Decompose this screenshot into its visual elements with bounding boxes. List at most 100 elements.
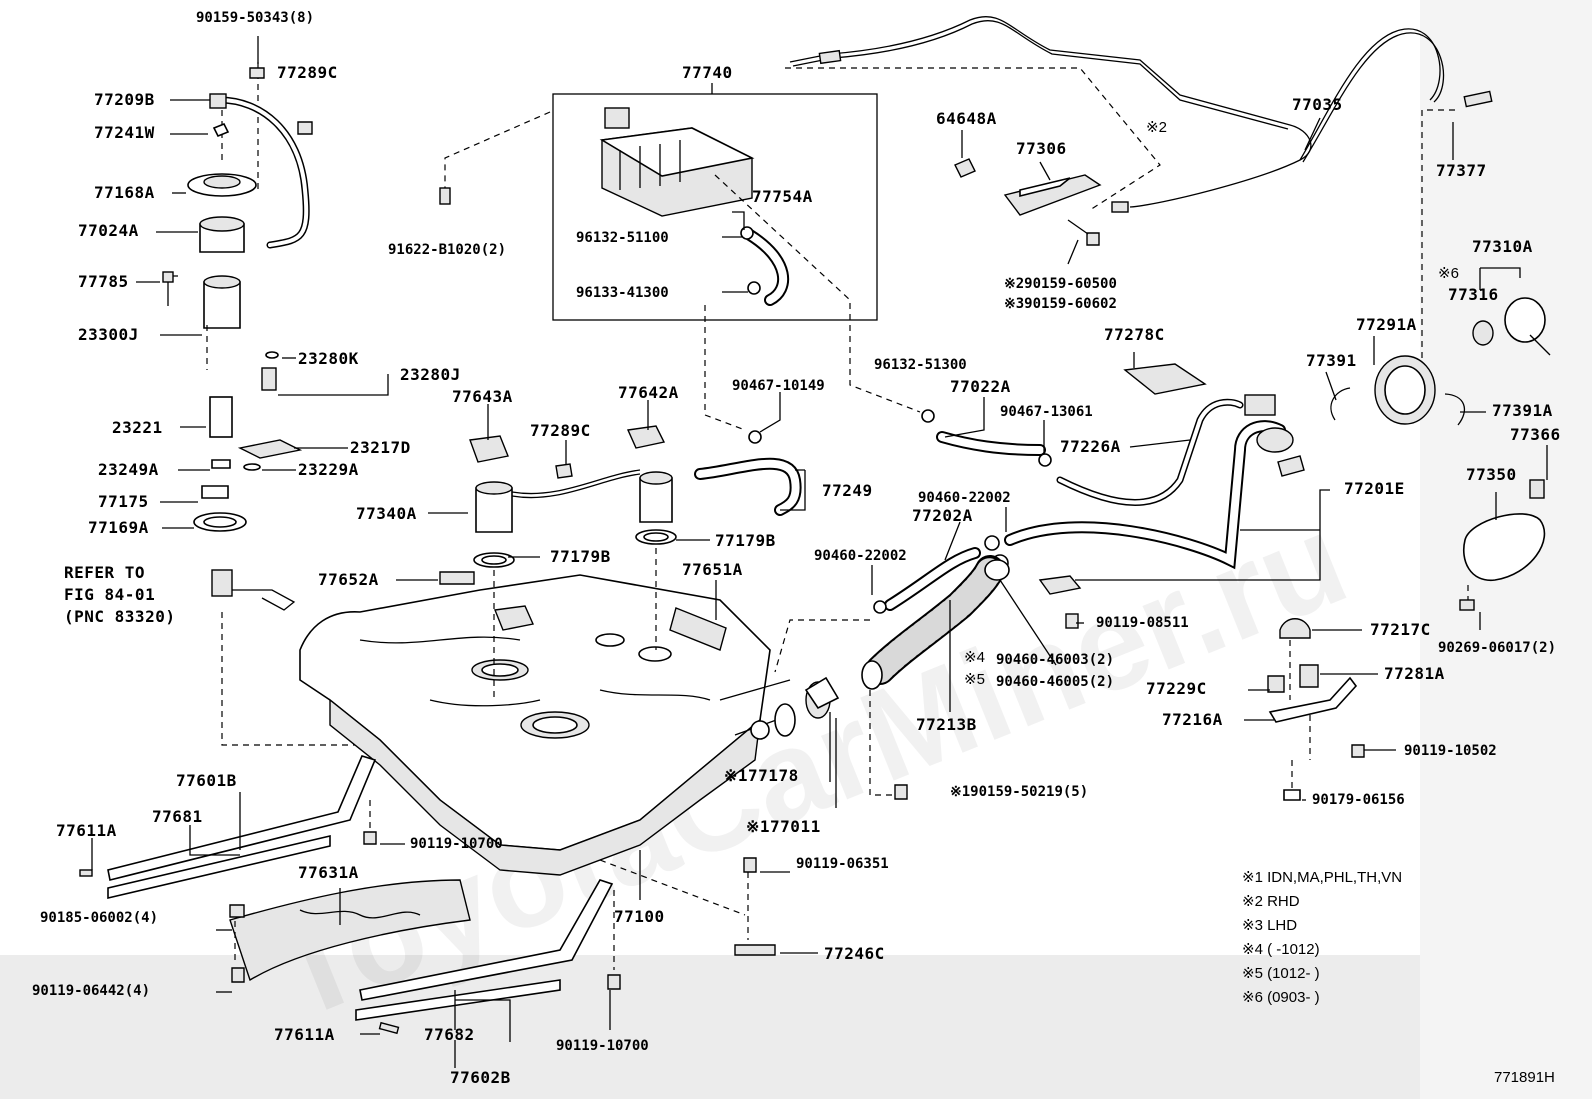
label-mark2: ※2	[1146, 119, 1167, 136]
label-96133-41300: 96133-41300	[576, 285, 669, 301]
fuel-lid-opener-bracket	[954, 158, 1102, 246]
label-refer-line2: FIG 84-01	[64, 585, 155, 604]
label-77229C: 77229C	[1146, 679, 1207, 698]
label-77024A: 77024A	[78, 221, 139, 240]
label-23280K: 23280K	[298, 349, 359, 368]
figure-number: 771891H	[1494, 1069, 1555, 1086]
label-77209B: 77209B	[94, 90, 155, 109]
label-77601B: 77601B	[176, 771, 237, 790]
label-77289C-top: 77289C	[277, 63, 338, 82]
filler-inlet-gasket	[774, 676, 908, 800]
label-77217C: 77217C	[1370, 620, 1431, 639]
label-90159-50343: 90159-50343(8)	[196, 10, 314, 26]
note-3: ※3 LHD	[1242, 917, 1297, 934]
filler-neck-hose	[861, 555, 1082, 690]
fuel-tank	[299, 574, 870, 916]
label-77281A: 77281A	[1384, 664, 1445, 683]
label-77651A: 77651A	[682, 560, 743, 579]
label-90159-60602: ※390159-60602	[1004, 296, 1117, 312]
label-91622-B1020: 91622-B1020(2)	[388, 242, 506, 258]
label-77011: ※177011	[746, 817, 821, 836]
label-refer-line1: REFER TO	[64, 563, 145, 582]
charcoal-canister-assembly	[439, 93, 921, 431]
callout-labels: 90159-50343(8) 77289C 77209B 77241W 7716…	[32, 10, 1561, 1087]
label-77602B: 77602B	[450, 1068, 511, 1087]
label-90185-06002: 90185-06002(4)	[40, 910, 158, 926]
label-77310A: 77310A	[1472, 237, 1533, 256]
note-1: ※1 IDN,MA,PHL,TH,VN	[1242, 869, 1402, 886]
label-77169A: 77169A	[88, 518, 149, 537]
label-77652A: 77652A	[318, 570, 379, 589]
label-23229A: 23229A	[298, 460, 359, 479]
label-90269-06017: 90269-06017(2)	[1438, 640, 1556, 656]
label-77754A: 77754A	[752, 187, 813, 206]
label-90467-10149: 90467-10149	[732, 378, 825, 394]
label-77249: 77249	[822, 481, 873, 500]
label-23280J: 23280J	[400, 365, 461, 384]
label-77611A-upper: 77611A	[56, 821, 117, 840]
note-4: ※4 ( -1012)	[1242, 941, 1320, 958]
label-77740: 77740	[682, 63, 733, 82]
label-77178: ※177178	[724, 766, 799, 785]
note-5: ※5 (1012- )	[1242, 965, 1320, 982]
label-77278C: 77278C	[1104, 325, 1165, 344]
label-90119-10502: 90119-10502	[1404, 743, 1497, 759]
label-77306: 77306	[1016, 139, 1067, 158]
label-77785: 77785	[78, 272, 129, 291]
label-77350: 77350	[1466, 465, 1517, 484]
label-90119-10700-upper: 90119-10700	[410, 836, 503, 852]
label-90460-46003: 90460-46003(2)	[996, 652, 1114, 668]
label-77391A: 77391A	[1492, 401, 1553, 420]
label-90119-06351: 90119-06351	[796, 856, 889, 872]
label-23249A: 23249A	[98, 460, 159, 479]
label-77681: 77681	[152, 807, 203, 826]
fuel-lid-cable	[785, 15, 1493, 373]
label-90119-08511: 90119-08511	[1096, 615, 1189, 631]
label-90119-10700-lower: 90119-10700	[556, 1038, 649, 1054]
label-77246C: 77246C	[824, 944, 885, 963]
label-90460-46005: 90460-46005(2)	[996, 674, 1114, 690]
label-23217D: 23217D	[350, 438, 411, 457]
vapor-hoses	[694, 409, 1052, 614]
label-77682: 77682	[424, 1025, 475, 1044]
label-77631A: 77631A	[298, 863, 359, 882]
label-77340A: 77340A	[356, 504, 417, 523]
label-77366: 77366	[1510, 425, 1561, 444]
label-refer-line3: (PNC 83320)	[64, 607, 175, 626]
label-mark4: ※4	[964, 649, 985, 666]
label-77241W: 77241W	[94, 123, 155, 142]
fuel-cap-assembly	[1330, 267, 1551, 611]
label-23300J: 23300J	[78, 325, 139, 344]
label-77201E: 77201E	[1344, 479, 1405, 498]
label-77022A: 77022A	[950, 377, 1011, 396]
label-90159-50219: ※190159-50219(5)	[950, 784, 1088, 800]
label-77179B-right: 77179B	[715, 531, 776, 550]
label-77035: 77035	[1292, 95, 1343, 114]
label-96132-51100: 96132-51100	[576, 230, 669, 246]
label-77216A: 77216A	[1162, 710, 1223, 729]
label-90460-22002-upper: 90460-22002	[918, 490, 1011, 506]
label-mark6: ※6	[1438, 265, 1459, 282]
label-77611A-lower: 77611A	[274, 1025, 335, 1044]
fuel-filler-pipe	[1004, 363, 1330, 581]
label-77291A: 77291A	[1356, 315, 1417, 334]
label-77226A: 77226A	[1060, 437, 1121, 456]
label-77643A: 77643A	[452, 387, 513, 406]
leader-lines	[91, 36, 1548, 1068]
label-77179B-left: 77179B	[550, 547, 611, 566]
label-96132-51300: 96132-51300	[874, 357, 967, 373]
label-77642A: 77642A	[618, 383, 679, 402]
filler-pipe-brackets	[1267, 618, 1365, 801]
note-2: ※2 RHD	[1242, 893, 1300, 910]
label-77316: 77316	[1448, 285, 1499, 304]
label-64648A: 64648A	[936, 109, 997, 128]
label-90119-06442: 90119-06442(4)	[32, 983, 150, 999]
note-6: ※6 (0903- )	[1242, 989, 1320, 1006]
label-90179-06156: 90179-06156	[1312, 792, 1405, 808]
label-77377: 77377	[1436, 161, 1487, 180]
label-77202A: 77202A	[912, 506, 973, 525]
label-mark5: ※5	[964, 671, 985, 688]
label-77100: 77100	[614, 907, 665, 926]
